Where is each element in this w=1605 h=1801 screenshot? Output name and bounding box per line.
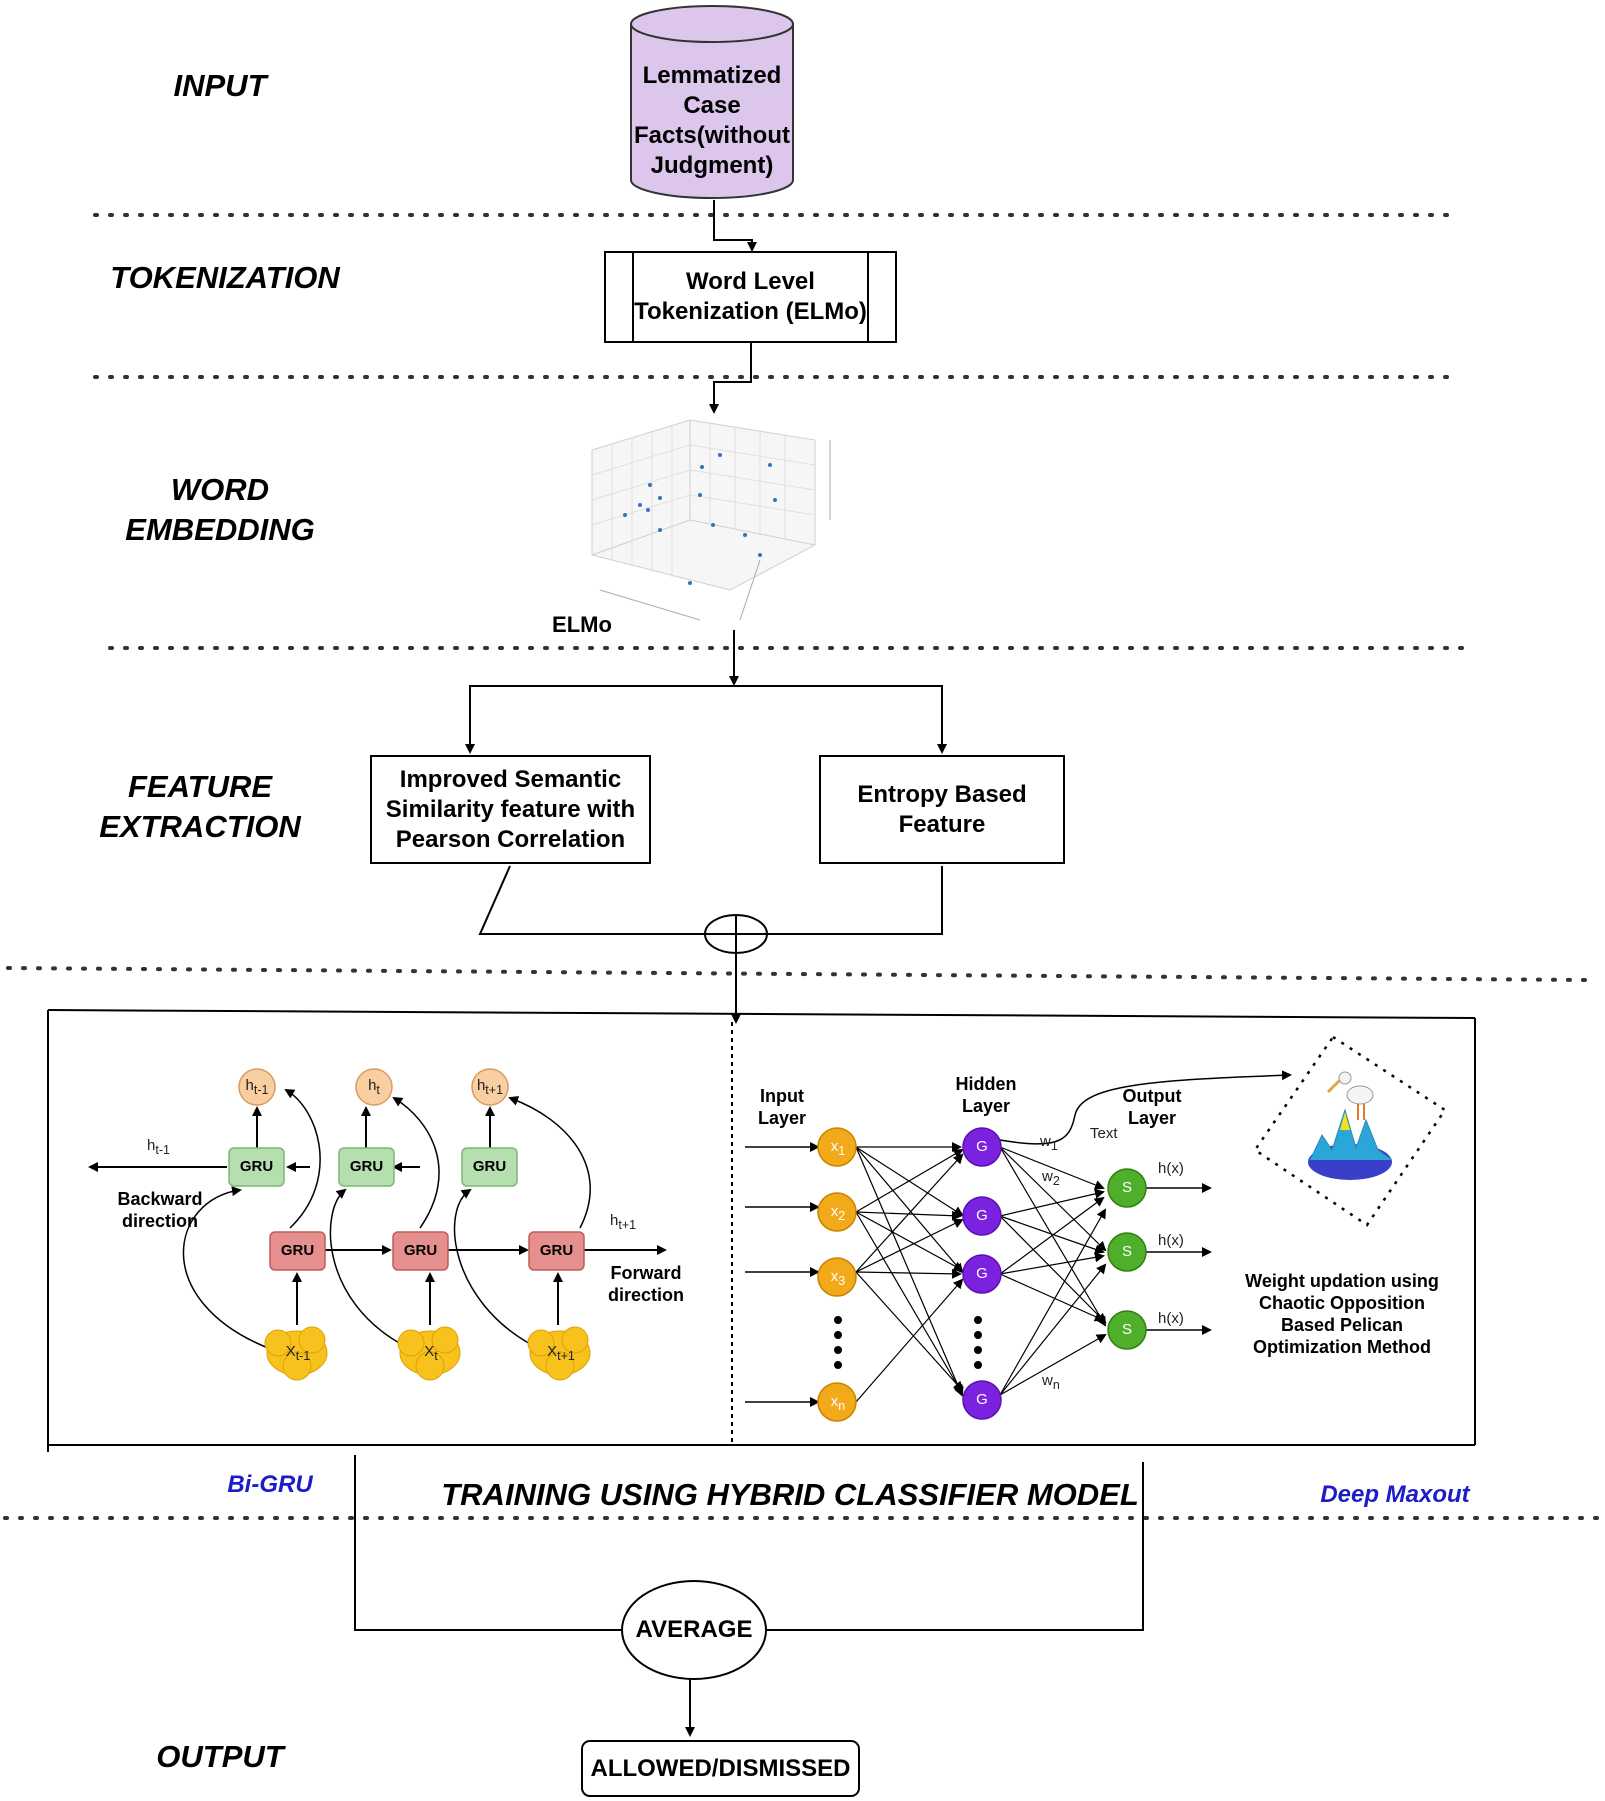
h-node-current <box>355 1068 393 1106</box>
tokenizer-box <box>604 251 897 343</box>
stage-feature-extraction-label: FEATURE EXTRACTION <box>99 769 301 844</box>
tokenizer-label: Word Level Tokenization (ELMo) <box>634 268 867 325</box>
h-next-label: ht+1 <box>476 1077 504 1097</box>
input-layer-label: Input Layer <box>757 1086 807 1128</box>
stage-output-label: OUTPUT <box>156 1739 284 1774</box>
h-node-prev <box>238 1068 276 1106</box>
x-prev-label: Xt-1 <box>285 1343 311 1363</box>
output-h1-label: h(x) <box>1158 1160 1184 1177</box>
output-node-label: S <box>1121 1179 1132 1196</box>
bigru-name: Bi-GRU <box>227 1471 313 1498</box>
stage-tokenization-label: TOKENIZATION <box>110 260 340 295</box>
result-box <box>581 1740 860 1797</box>
stage-input-label: INPUT <box>173 68 267 103</box>
gru-label: GRU <box>403 1242 438 1259</box>
backward-direction-label: Backward direction <box>117 1189 203 1231</box>
elmo-label: ELMo <box>552 612 612 637</box>
output-node-label: S <box>1121 1321 1132 1338</box>
input-node-x1: x1 <box>830 1138 846 1158</box>
entropy-feature-label: Entropy Based Feature <box>857 780 1027 838</box>
bigru-network <box>88 1068 667 1381</box>
output-layer-label: Output Layer <box>1122 1086 1182 1128</box>
elmo-embedding-plot <box>591 419 831 621</box>
weight-w1-label: w1 <box>1040 1133 1058 1153</box>
gru-label: GRU <box>239 1158 274 1175</box>
gru-label: GRU <box>280 1242 315 1259</box>
input-node-x2: x2 <box>830 1203 846 1223</box>
forward-direction-label: Forward direction <box>607 1263 684 1305</box>
entropy-feature-box <box>819 755 1065 864</box>
weight-wn-label: wn <box>1042 1372 1060 1392</box>
output-h2-label: h(x) <box>1158 1232 1184 1249</box>
hidden-node-label: G <box>976 1265 988 1282</box>
input-database-label: Lemmatized Case Facts(without Judgment) <box>634 62 790 179</box>
weight-w2-label: w2 <box>1042 1168 1060 1188</box>
semantic-feature-label: Improved Semantic Similarity feature wit… <box>385 765 636 853</box>
maxout-name: Deep Maxout <box>1320 1481 1470 1508</box>
hidden-layer-label: Hidden Layer <box>955 1074 1017 1116</box>
h-current-label: ht <box>368 1077 380 1097</box>
hidden-node-label: G <box>976 1138 988 1155</box>
deep-maxout-network <box>745 1070 1292 1422</box>
average-node <box>621 1580 767 1680</box>
input-node-xn: xn <box>830 1393 846 1413</box>
weight-update-label: Weight updation using Chaotic Opposition… <box>1245 1271 1439 1357</box>
average-label: AVERAGE <box>635 1616 753 1643</box>
stage-training-label: TRAINING USING HYBRID CLASSIFIER MODEL <box>441 1477 1139 1512</box>
gru-label: GRU <box>349 1158 384 1175</box>
gru-label: GRU <box>472 1158 507 1175</box>
output-node-label: S <box>1121 1243 1132 1260</box>
stage-separators <box>3 213 1602 1520</box>
gru-label: GRU <box>539 1242 574 1259</box>
hybrid-classifier-frame <box>47 1009 1476 1452</box>
result-label: ALLOWED/DISMISSED <box>590 1754 851 1782</box>
h-backward-label: ht-1 <box>147 1137 170 1157</box>
semantic-feature-box <box>370 755 651 864</box>
stage-word-embedding-label: WORD EMBEDDING <box>125 472 315 547</box>
h-node-next <box>471 1068 509 1106</box>
hidden-node-label: G <box>976 1207 988 1224</box>
concatenation-operator <box>704 914 768 954</box>
hidden-node-label: G <box>976 1391 988 1408</box>
x-current-label: Xt <box>424 1343 438 1363</box>
input-node-x3: x3 <box>830 1268 846 1288</box>
text-label: Text <box>1090 1125 1118 1142</box>
h-prev-label: ht-1 <box>245 1077 269 1097</box>
output-h3-label: h(x) <box>1158 1310 1184 1327</box>
pelican-optimization-icon <box>1253 1035 1447 1227</box>
input-database-icon <box>630 5 794 199</box>
x-next-label: Xt+1 <box>547 1343 575 1363</box>
h-forward-label: ht+1 <box>610 1212 637 1232</box>
